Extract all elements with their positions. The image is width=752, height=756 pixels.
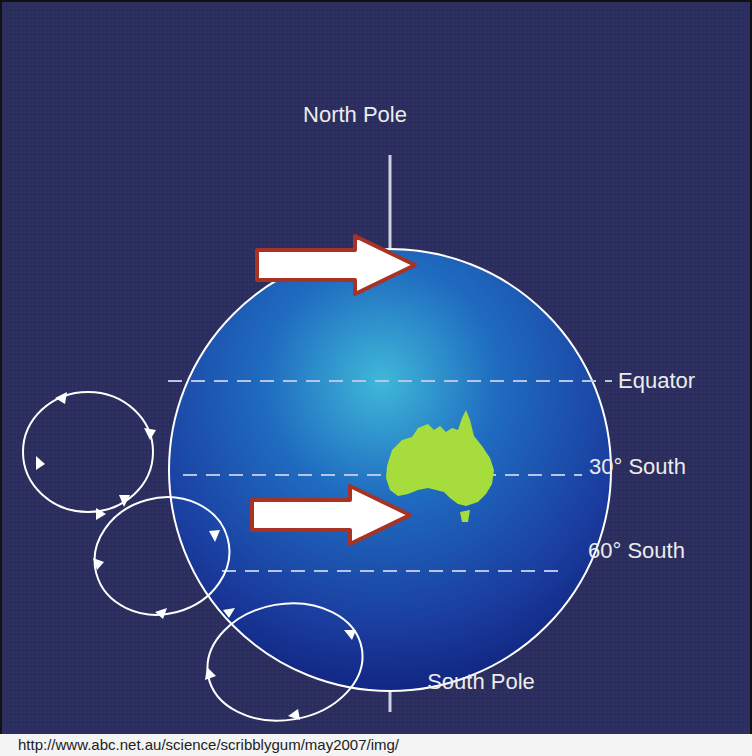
latitude-label: 60° South [588,539,685,563]
pole-label: South Pole [427,670,535,694]
tasmania [460,510,470,522]
latitude-line [183,474,582,476]
axis-line [389,155,392,250]
axis-line [389,690,392,712]
latitude-line [222,570,560,572]
pole-label: North Pole [303,103,407,127]
equator-line [168,380,612,382]
latitude-label: Equator [618,369,695,393]
footer-strip [0,734,752,756]
wind-arrow [252,486,410,544]
globe [169,249,611,691]
latitude-label: 30° South [589,455,686,479]
circulation-cells [23,392,372,733]
cell-arrowheads [36,392,356,720]
source-watermark: http://www.abc.net.au/science/scribblygu… [18,737,399,754]
australia [386,410,494,506]
wind-arrow [257,236,415,294]
